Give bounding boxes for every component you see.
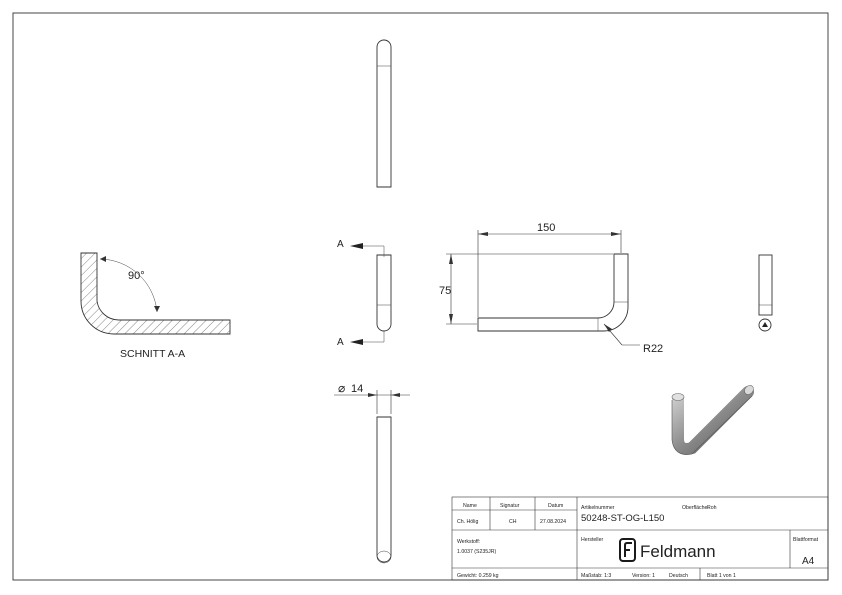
dim-150-arrow-right [611, 232, 621, 236]
right-rod-outline [758, 254, 773, 316]
top-rod-outline [376, 39, 392, 188]
blatt: Blatt 1 von 1 [707, 573, 736, 579]
hersteller-label: Hersteller [581, 537, 603, 543]
iso-rod-body [672, 386, 754, 455]
angle-label: 90° [128, 270, 145, 282]
version: Version: 1 [632, 573, 655, 579]
section-label-top: A [337, 239, 344, 250]
isometric-view [671, 385, 754, 455]
col-signatur-header: Signatur [500, 503, 520, 509]
dim-75-arrow-bottom [449, 314, 453, 324]
dim-d14-label: 14 [351, 383, 363, 395]
section-arrow-top [350, 243, 363, 249]
iso-rod-end-face [744, 385, 754, 395]
dim-d14-arrow-right [391, 393, 400, 397]
title-block: Name Signatur Datum Ch. Hölig CH 27.08.2… [451, 496, 829, 581]
sprache: Deutsch [669, 573, 688, 579]
werkstoff-value: 1.0037 (S235JR) [457, 549, 496, 555]
section-title: SCHNITT A-A [120, 348, 185, 360]
dim-150-label: 150 [537, 222, 555, 234]
bottom-view: ⌀ 14 [334, 381, 410, 564]
diameter-icon: ⌀ [338, 381, 345, 395]
massstab: Maßstab: 1:3 [581, 573, 611, 579]
section-label-bottom: A [337, 337, 344, 348]
front-view: 150 75 R22 [439, 222, 663, 355]
angle-arrow-head-bottom [154, 306, 160, 312]
sheet-border [12, 12, 829, 581]
section-view-a-a: 90° SCHNITT A-A [80, 252, 231, 360]
werkstoff-label: Werkstoff: [457, 539, 480, 545]
bottom-rod-outline [376, 416, 392, 563]
blattformat-value: A4 [802, 556, 815, 567]
right-view [758, 254, 773, 332]
iso-rod-top-face [671, 393, 685, 401]
brand-name: Feldmann [640, 542, 716, 561]
iso-rod-edge [671, 395, 753, 455]
oberflaeche-label: Oberfläche: [682, 505, 709, 511]
title-block-frame [451, 496, 829, 581]
oberflaeche-value: Roh [707, 505, 717, 511]
dim-r22-label: R22 [643, 343, 663, 355]
col-name-header: Name [463, 503, 477, 509]
side-view-with-section: A A [337, 239, 392, 348]
feldmann-f-logo-icon [619, 538, 636, 562]
section-arrow-bottom [350, 339, 363, 345]
artikel-value: 50248-ST-OG-L150 [581, 513, 664, 524]
top-view [376, 39, 392, 188]
dim-75-arrow-top [449, 254, 453, 264]
right-rod-end-circle [758, 318, 772, 332]
angle-arrow-head-top [100, 256, 106, 262]
dim-75-label: 75 [439, 285, 451, 297]
angle-arc [99, 258, 158, 313]
section-hatch-profile [80, 252, 231, 335]
front-l-outline [477, 253, 629, 332]
name-value: Ch. Hölig [457, 519, 478, 525]
dim-r22-arrow [604, 324, 612, 332]
dim-150-arrow-left [478, 232, 488, 236]
artikel-label: Artikelnummer [581, 505, 615, 511]
gewicht: Gewicht: 0.259 kg [457, 573, 499, 579]
dim-d14-arrow-left [368, 393, 377, 397]
blattformat-label: Blattformat [793, 537, 819, 543]
right-rod-end-mark [762, 322, 768, 327]
datum-value: 27.08.2024 [540, 519, 566, 525]
side-rod-outline [376, 254, 392, 332]
bottom-rod-end [376, 550, 392, 564]
col-datum-header: Datum [548, 503, 563, 509]
signatur-value: CH [509, 519, 517, 525]
